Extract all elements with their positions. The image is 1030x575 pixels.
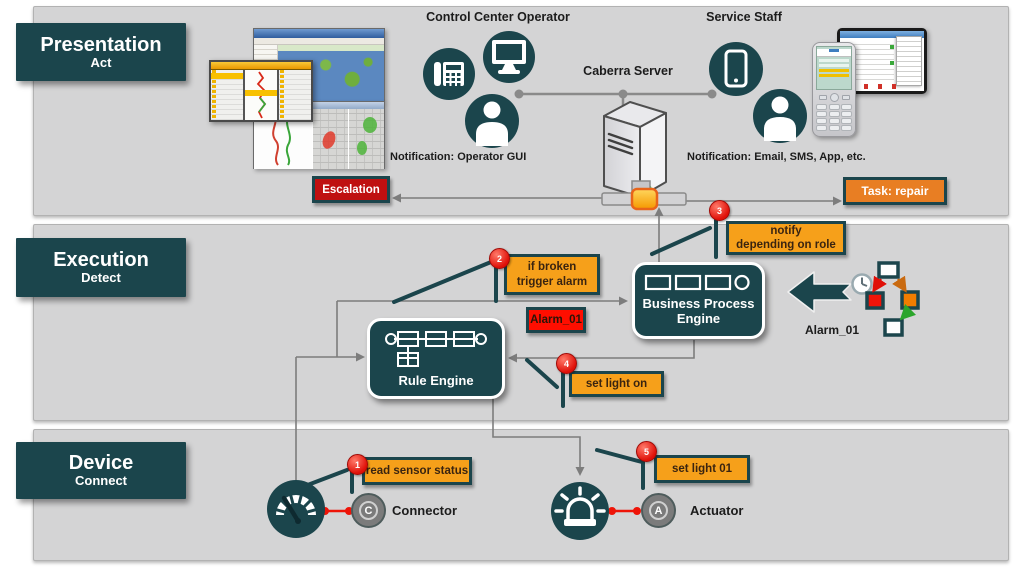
layer-label-execution: Execution Detect <box>16 238 186 297</box>
feature-phone-screenshot <box>812 42 856 137</box>
process-flow-lines <box>295 212 695 480</box>
alarm-list-screenshot-window <box>209 60 313 122</box>
timeline-column <box>245 70 277 120</box>
list-row <box>819 64 849 67</box>
status-dot <box>890 45 894 49</box>
device-band <box>33 429 1009 561</box>
highlight-row <box>819 69 849 72</box>
process-chain-icon <box>644 274 750 291</box>
layer-subtitle: Connect <box>75 473 127 489</box>
street-map-panel <box>349 109 384 169</box>
notification-flow-lines <box>397 197 837 202</box>
green-area-marker <box>363 117 377 133</box>
siren-light-icon <box>551 482 609 540</box>
clock-icon <box>851 273 873 295</box>
window-titlebar <box>254 29 384 38</box>
step-pin-1: 1 <box>347 454 368 475</box>
step-2-if-broken-trigger-alarm-badge: if broken trigger alarm <box>504 254 600 295</box>
phone-keypad <box>816 104 852 131</box>
notification-operator-gui-text: Notification: Operator GUI <box>390 151 527 163</box>
pin-flag-lines <box>303 218 718 494</box>
selected-row <box>211 73 243 79</box>
connector-circle: C <box>351 493 386 528</box>
actuator-label: Actuator <box>690 503 744 518</box>
phone-app-header <box>817 49 851 57</box>
monitor-icon <box>483 31 535 83</box>
connector-letter: C <box>359 501 378 520</box>
highlight-row <box>819 74 849 77</box>
status-dot <box>890 61 894 65</box>
step-1-read-sensor-status-badge: read sensor status <box>362 457 472 485</box>
block-arrow-left-icon <box>787 271 852 313</box>
layer-label-device: Device Connect <box>16 442 186 499</box>
escalation-badge: Escalation <box>312 176 390 203</box>
alarm-01-flow-label: Alarm_01 <box>804 323 860 337</box>
connector-label: Connector <box>392 503 457 518</box>
window-titlebar <box>211 62 311 70</box>
layer-title: Device <box>68 452 134 475</box>
window-toolbar <box>254 38 384 45</box>
red-area-marker <box>320 129 338 151</box>
actuator-circle: A <box>641 493 676 528</box>
desk-phone-icon <box>423 48 475 100</box>
step-pin-3: 3 <box>709 200 730 221</box>
actor-network-line <box>514 89 717 106</box>
layer-title: Presentation <box>40 33 162 56</box>
gauge-icon <box>267 480 325 538</box>
phone-nav-keys <box>816 92 852 102</box>
rule-engine-box: Rule Engine <box>367 318 505 399</box>
list-row <box>819 59 849 62</box>
business-process-engine-box: Business Process Engine <box>632 262 765 339</box>
alarm-list-column <box>211 70 243 120</box>
person-icon <box>753 89 807 143</box>
actuator-letter: A <box>649 501 668 520</box>
toolbar-icons <box>850 84 900 89</box>
alarm-list-column <box>279 70 311 120</box>
caberra-server-label: Caberra Server <box>583 64 673 78</box>
app-header <box>840 31 924 38</box>
street-map-panel <box>313 109 348 169</box>
rule-chain-icon <box>385 330 487 367</box>
server-vents <box>607 132 634 156</box>
layer-subtitle: Act <box>90 54 112 70</box>
step-3-notify-depending-on-role-badge: notify depending on role <box>726 221 846 255</box>
green-area-marker <box>357 141 367 155</box>
step-5-set-light-01-badge: set light 01 <box>654 455 750 483</box>
selected-row <box>245 90 277 96</box>
alarm-01-badge: Alarm_01 <box>526 307 586 333</box>
layer-title: Execution <box>53 249 149 272</box>
rule-engine-label: Rule Engine <box>398 372 474 388</box>
task-repair-badge: Task: repair <box>843 177 947 205</box>
step-4-set-light-on-badge: set light on <box>569 371 664 397</box>
dropdown-menu <box>896 36 922 86</box>
phone-screen <box>816 46 852 90</box>
notification-email-sms-text: Notification: Email, SMS, App, etc. <box>687 151 866 163</box>
alarm-state-squares <box>865 261 920 337</box>
hub-port <box>630 187 659 211</box>
person-icon <box>465 94 519 148</box>
layer-subtitle: Detect <box>81 270 121 286</box>
business-process-engine-label: Business Process Engine <box>642 296 755 326</box>
control-center-operator-label: Control Center Operator <box>426 10 570 24</box>
service-staff-label: Service Staff <box>706 10 782 24</box>
step-pin-2: 2 <box>489 248 510 269</box>
step-pin-4: 4 <box>556 353 577 374</box>
step-pin-5: 5 <box>636 441 657 462</box>
smartphone-icon <box>709 42 763 96</box>
window-titlebar <box>254 102 384 109</box>
layer-label-presentation: Presentation Act <box>16 23 186 81</box>
